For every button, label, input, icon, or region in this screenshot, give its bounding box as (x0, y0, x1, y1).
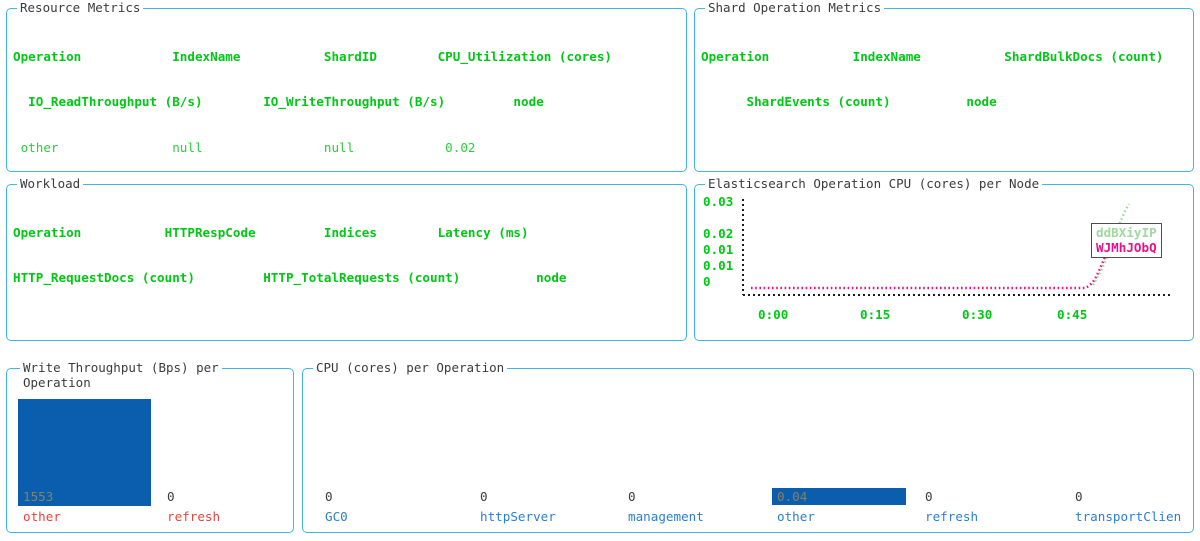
x-axis-tick-label: 0:30 (962, 307, 993, 322)
panel-es-operation-cpu: Elasticsearch Operation CPU (cores) per … (694, 176, 1194, 341)
panel-shard-operation-metrics: Shard Operation Metrics Operation IndexN… (694, 0, 1194, 172)
bar-label-management[interactable]: management (628, 509, 704, 524)
y-axis-tick-label: 0.03 (703, 194, 734, 209)
bar-label-other[interactable]: other (23, 509, 61, 524)
bar-value-other: 1553 (23, 489, 54, 504)
bar-value-transportclient: 0 (1075, 489, 1083, 504)
es-operation-cpu-chart: 0.03 0.02 0.01 0.01 0 0:00 0:15 0:30 0:4… (695, 185, 1193, 340)
shard-operation-metrics-table: Operation IndexName ShardBulkDocs (count… (695, 18, 1193, 140)
table-header-row: Operation IndexName ShardBulkDocs (count… (701, 48, 1164, 64)
bar-label-httpserver[interactable]: httpServer (480, 509, 556, 524)
table-header-row: IO_ReadThroughput (B/s) IO_WriteThroughp… (13, 94, 544, 110)
y-axis-tick-label: 0.02 (703, 226, 734, 241)
panel-title-cpu-per-operation: CPU (cores) per Operation (313, 360, 508, 375)
chart-legend: ddBXiyIP WJMhJObQ (1091, 223, 1162, 258)
y-axis-tick-label: 0.01 (703, 258, 734, 273)
legend-item-WJMhJObQ[interactable]: WJMhJObQ (1096, 240, 1157, 255)
bar-value-gc0: 0 (325, 489, 333, 504)
bar-label-transportclient[interactable]: transportClien (1075, 509, 1182, 524)
bar-value-httpserver: 0 (480, 489, 488, 504)
y-axis-tick-label: 0 (703, 274, 711, 289)
bar-label-other[interactable]: other (777, 509, 815, 524)
table-header-row: ShardEvents (count) node (701, 94, 997, 110)
panel-title-line-1: Write Throughput (Bps) per (20, 360, 222, 375)
bar-value-other: 0.04 (777, 489, 808, 504)
x-axis-tick-label: 0:15 (860, 307, 891, 322)
panel-write-throughput: Write Throughput (Bps) per Operation 155… (6, 360, 294, 533)
es-operation-cpu-plot (742, 199, 1172, 296)
panel-workload: Workload Operation HTTPRespCode Indices … (6, 176, 687, 341)
table-row: other null null 0.02 (13, 140, 476, 156)
legend-item-ddBXiyIP[interactable]: ddBXiyIP (1096, 225, 1157, 240)
write-throughput-bars: 1553 other 0 refresh (7, 369, 293, 532)
panel-title-write-throughput: Write Throughput (Bps) per Operation (17, 360, 238, 390)
cpu-per-operation-bars: 0 GC0 0 httpServer 0 management 0.04 oth… (303, 369, 1193, 532)
table-header-row: Operation HTTPRespCode Indices Latency (… (13, 224, 529, 240)
panel-title-shard-operation-metrics: Shard Operation Metrics (705, 0, 885, 15)
bar-value-refresh: 0 (167, 489, 175, 504)
bar-label-refresh[interactable]: refresh (167, 509, 221, 524)
workload-table: Operation HTTPRespCode Indices Latency (… (7, 194, 686, 316)
panel-title-workload: Workload (17, 176, 84, 191)
x-axis-tick-label: 0:45 (1057, 307, 1088, 322)
table-header-row: Operation IndexName ShardID CPU_Utilizat… (13, 48, 612, 64)
bar-other[interactable] (18, 399, 151, 506)
bar-label-gc0[interactable]: GC0 (325, 509, 348, 524)
bar-value-refresh: 0 (925, 489, 933, 504)
panel-cpu-per-operation: CPU (cores) per Operation 0 GC0 0 httpSe… (302, 360, 1194, 533)
panel-title-resource-metrics: Resource Metrics (17, 0, 144, 15)
bar-value-management: 0 (628, 489, 636, 504)
table-header-row: HTTP_RequestDocs (count) HTTP_TotalReque… (13, 270, 567, 286)
bar-label-refresh[interactable]: refresh (925, 509, 979, 524)
bar-other[interactable] (772, 488, 906, 505)
y-axis-tick-label: 0.01 (703, 242, 734, 257)
panel-title-es-operation-cpu: Elasticsearch Operation CPU (cores) per … (705, 176, 1043, 191)
panel-resource-metrics: Resource Metrics Operation IndexName Sha… (6, 0, 687, 431)
x-axis-tick-label: 0:00 (758, 307, 789, 322)
panel-title-line-2: Operation (20, 375, 94, 390)
